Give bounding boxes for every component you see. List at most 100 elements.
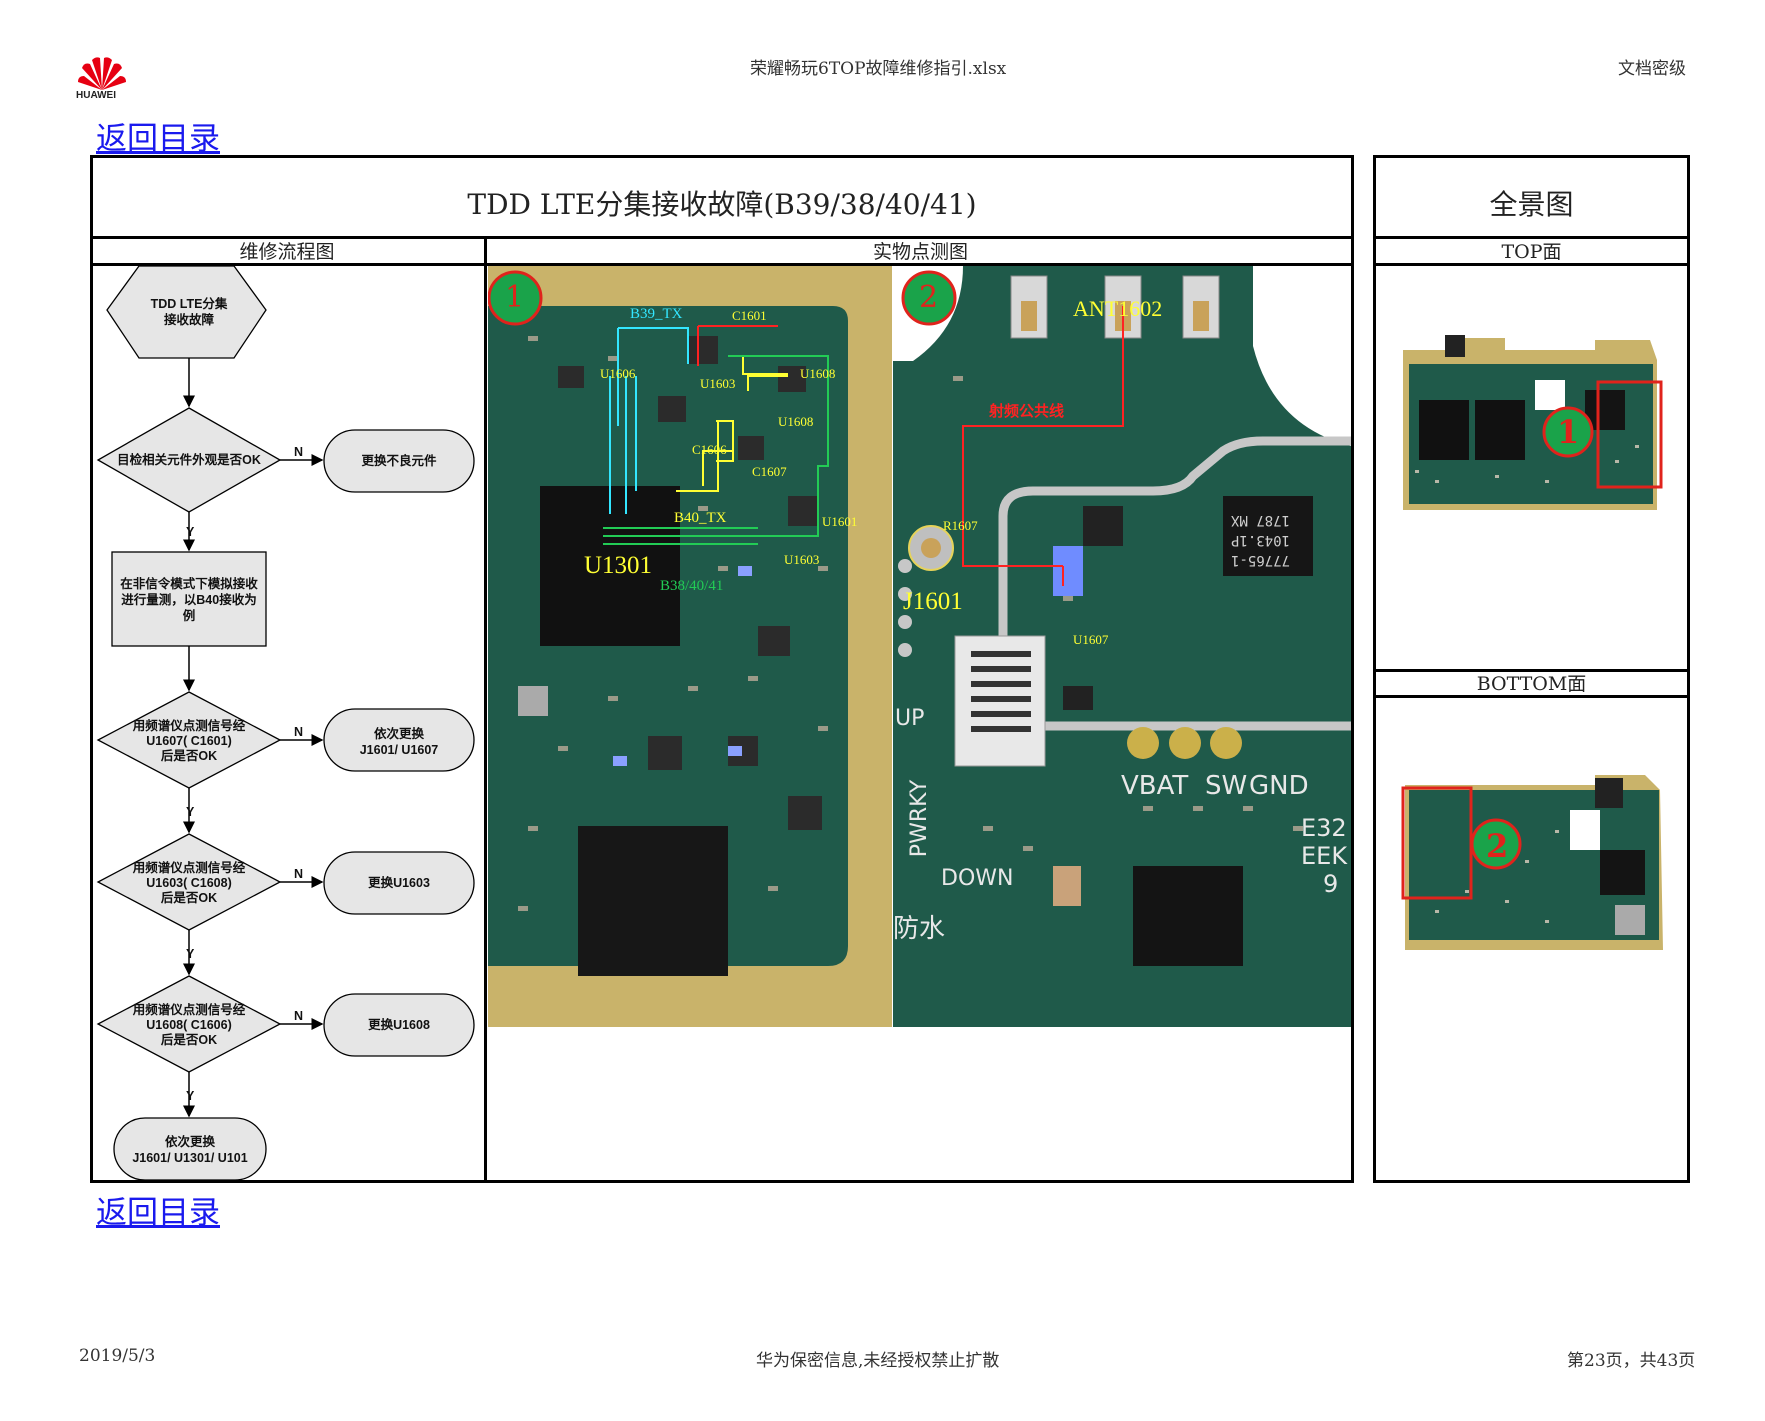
side-sub-divider: [1373, 263, 1690, 266]
flow-step4-no-shape: [323, 851, 475, 915]
flow-step2-shape: [111, 551, 267, 647]
label-u1603: U1603: [700, 376, 736, 391]
flow-step2-line1: 在非信令模式下模拟接收: [120, 576, 258, 591]
flow-step3-line1: 用频谱仪点测信号经: [132, 718, 246, 733]
top-marker-1-label: 1: [1557, 413, 1580, 451]
flow-step2-line2: 进行量测，以B40接收为: [121, 592, 256, 607]
flow-step5-no-text: 更换U1608: [368, 1017, 430, 1032]
label-ant1602: ANT1602: [1073, 296, 1163, 321]
label-r1607: R1607: [943, 518, 978, 533]
photo1-marker-label: 1: [505, 280, 525, 315]
bottom-marker-2-label: 2: [1486, 827, 1509, 865]
flow-step5-line3: 后是否OK: [161, 1032, 217, 1047]
label-u1301: U1301: [584, 552, 653, 579]
label-b40-tx: B40_TX: [674, 510, 727, 526]
flow-step3-line3: 后是否OK: [161, 748, 217, 763]
back-to-toc-link-top[interactable]: 返回目录: [96, 121, 220, 157]
flow-header: 维修流程图: [239, 241, 335, 263]
flow-start-shape: [106, 265, 267, 359]
flow-step5-line1: 用频谱仪点测信号经: [132, 1002, 246, 1017]
pcb-photo-1: 1 B39_TX C1601 U1606 U1603 U1608 U1608 C…: [488, 266, 892, 1027]
logo-text: HUAWEI: [76, 90, 116, 101]
flow-step4-no-text: 更换U1603: [368, 875, 430, 890]
silk-down: DOWN: [941, 866, 1014, 891]
flow-end-shape: [113, 1117, 267, 1181]
panorama-title: 全景图: [1489, 188, 1574, 221]
flow-yes-label-1: Y: [186, 525, 195, 539]
doc-level: 文档密级: [1618, 59, 1686, 79]
title-divider: [90, 236, 1354, 239]
flow-start-line1: TDD LTE分集: [151, 296, 228, 311]
flow-step1-text: 目检相关元件外观是否OK: [117, 452, 261, 467]
side-title-divider: [1373, 236, 1690, 239]
silk-pwrky: PWRKY: [907, 779, 933, 858]
flow-step2-line3: 例: [183, 608, 196, 623]
chip-marking-1: 1787 MX: [1231, 512, 1291, 528]
label-c1606: C1606: [692, 442, 727, 457]
silk-gnd: GND: [1249, 771, 1309, 801]
flow-yes-label-5: Y: [186, 1089, 195, 1103]
flow-step3-no-line1: 依次更换: [374, 726, 425, 741]
flow-yes-label-3: Y: [186, 805, 195, 819]
page-title: TDD LTE分集接收故障(B39/38/40/41): [467, 188, 977, 221]
side-mid-divider-1: [1373, 669, 1690, 672]
label-c1601: C1601: [732, 308, 767, 323]
flow-step1-no-shape: [323, 429, 475, 493]
silk-9: 9: [1323, 870, 1339, 898]
pcb-photo-2: 2 ANT1602 射频公共线 R1607 J1601 U1607 UP PWR…: [893, 266, 1351, 1027]
chip-marking-3: 77765-1: [1231, 552, 1291, 568]
subheader-divider: [90, 263, 1354, 266]
flow-no-label-4: N: [294, 867, 303, 881]
flow-start-line2: 接收故障: [164, 312, 215, 327]
flow-step5-no-shape: [323, 993, 475, 1057]
silk-eek: EEK: [1301, 842, 1348, 870]
flow-step3-no-shape: [323, 708, 475, 772]
footer-page: 第23页，共43页: [1567, 1351, 1696, 1371]
repair-flowchart: TDD LTE分集 接收故障 目检相关元件外观是否OK 更换不良元件 在非信令模…: [94, 265, 482, 1181]
bottom-side-label: BOTTOM面: [1476, 673, 1587, 695]
silk-waterproof: 防水: [893, 914, 946, 944]
label-u1608-b: U1608: [778, 414, 814, 429]
main-panel: [90, 155, 1354, 1183]
flow-step3-no-line2: J1601/ U1607: [360, 743, 439, 757]
flow-no-label-5: N: [294, 1009, 303, 1023]
flow-no-label-3: N: [294, 725, 303, 739]
footer-confidential: 华为保密信息,未经授权禁止扩散: [756, 1351, 1000, 1371]
silk-e32: E32: [1301, 814, 1347, 842]
flow-end-line1: 依次更换: [165, 1134, 216, 1149]
photo2-marker-label: 2: [919, 280, 939, 315]
column-divider: [484, 236, 487, 1183]
label-u1607: U1607: [1073, 632, 1109, 647]
flow-yes-label-4: Y: [186, 947, 195, 961]
back-to-toc-link-bottom[interactable]: 返回目录: [96, 1195, 220, 1231]
photo-header: 实物点测图: [872, 241, 968, 263]
label-u1603-b: U1603: [784, 552, 820, 567]
label-c1607: C1607: [752, 464, 787, 479]
flow-step3-line2: U1607( C1601): [146, 734, 231, 748]
label-u1601: U1601: [822, 514, 858, 529]
silk-up: UP: [895, 706, 925, 731]
label-rf-common-line: 射频公共线: [989, 402, 1065, 420]
silk-vbat: VBAT: [1121, 771, 1189, 801]
label-j1601: J1601: [903, 588, 963, 615]
footer-date: 2019/5/3: [79, 1346, 156, 1366]
label-b38-40-41: B38/40/41: [660, 578, 724, 594]
flow-step4-line3: 后是否OK: [161, 890, 217, 905]
flow-step1-no-text: 更换不良元件: [361, 453, 437, 468]
huawei-logo: [74, 52, 130, 102]
bottom-board-image: [1395, 770, 1670, 955]
file-title: 荣耀畅玩6TOP故障维修指引.xlsx: [750, 59, 1007, 79]
silk-sw: SW: [1205, 771, 1248, 801]
top-side-label: TOP面: [1501, 241, 1562, 263]
flow-step4-line1: 用频谱仪点测信号经: [132, 860, 246, 875]
chip-marking-2: 1043.1P: [1231, 532, 1291, 548]
flow-no-label-1: N: [294, 445, 303, 459]
flow-step4-line2: U1603( C1608): [146, 876, 231, 890]
flow-end-line2: J1601/ U1301/ U101: [132, 1151, 247, 1165]
flow-step5-line2: U1608( C1606): [146, 1018, 231, 1032]
label-b39-tx: B39_TX: [630, 306, 683, 322]
top-board-image: [1395, 330, 1670, 515]
label-u1606: U1606: [600, 366, 636, 381]
side-mid-divider-2: [1373, 695, 1690, 698]
label-u1608-a: U1608: [800, 366, 836, 381]
